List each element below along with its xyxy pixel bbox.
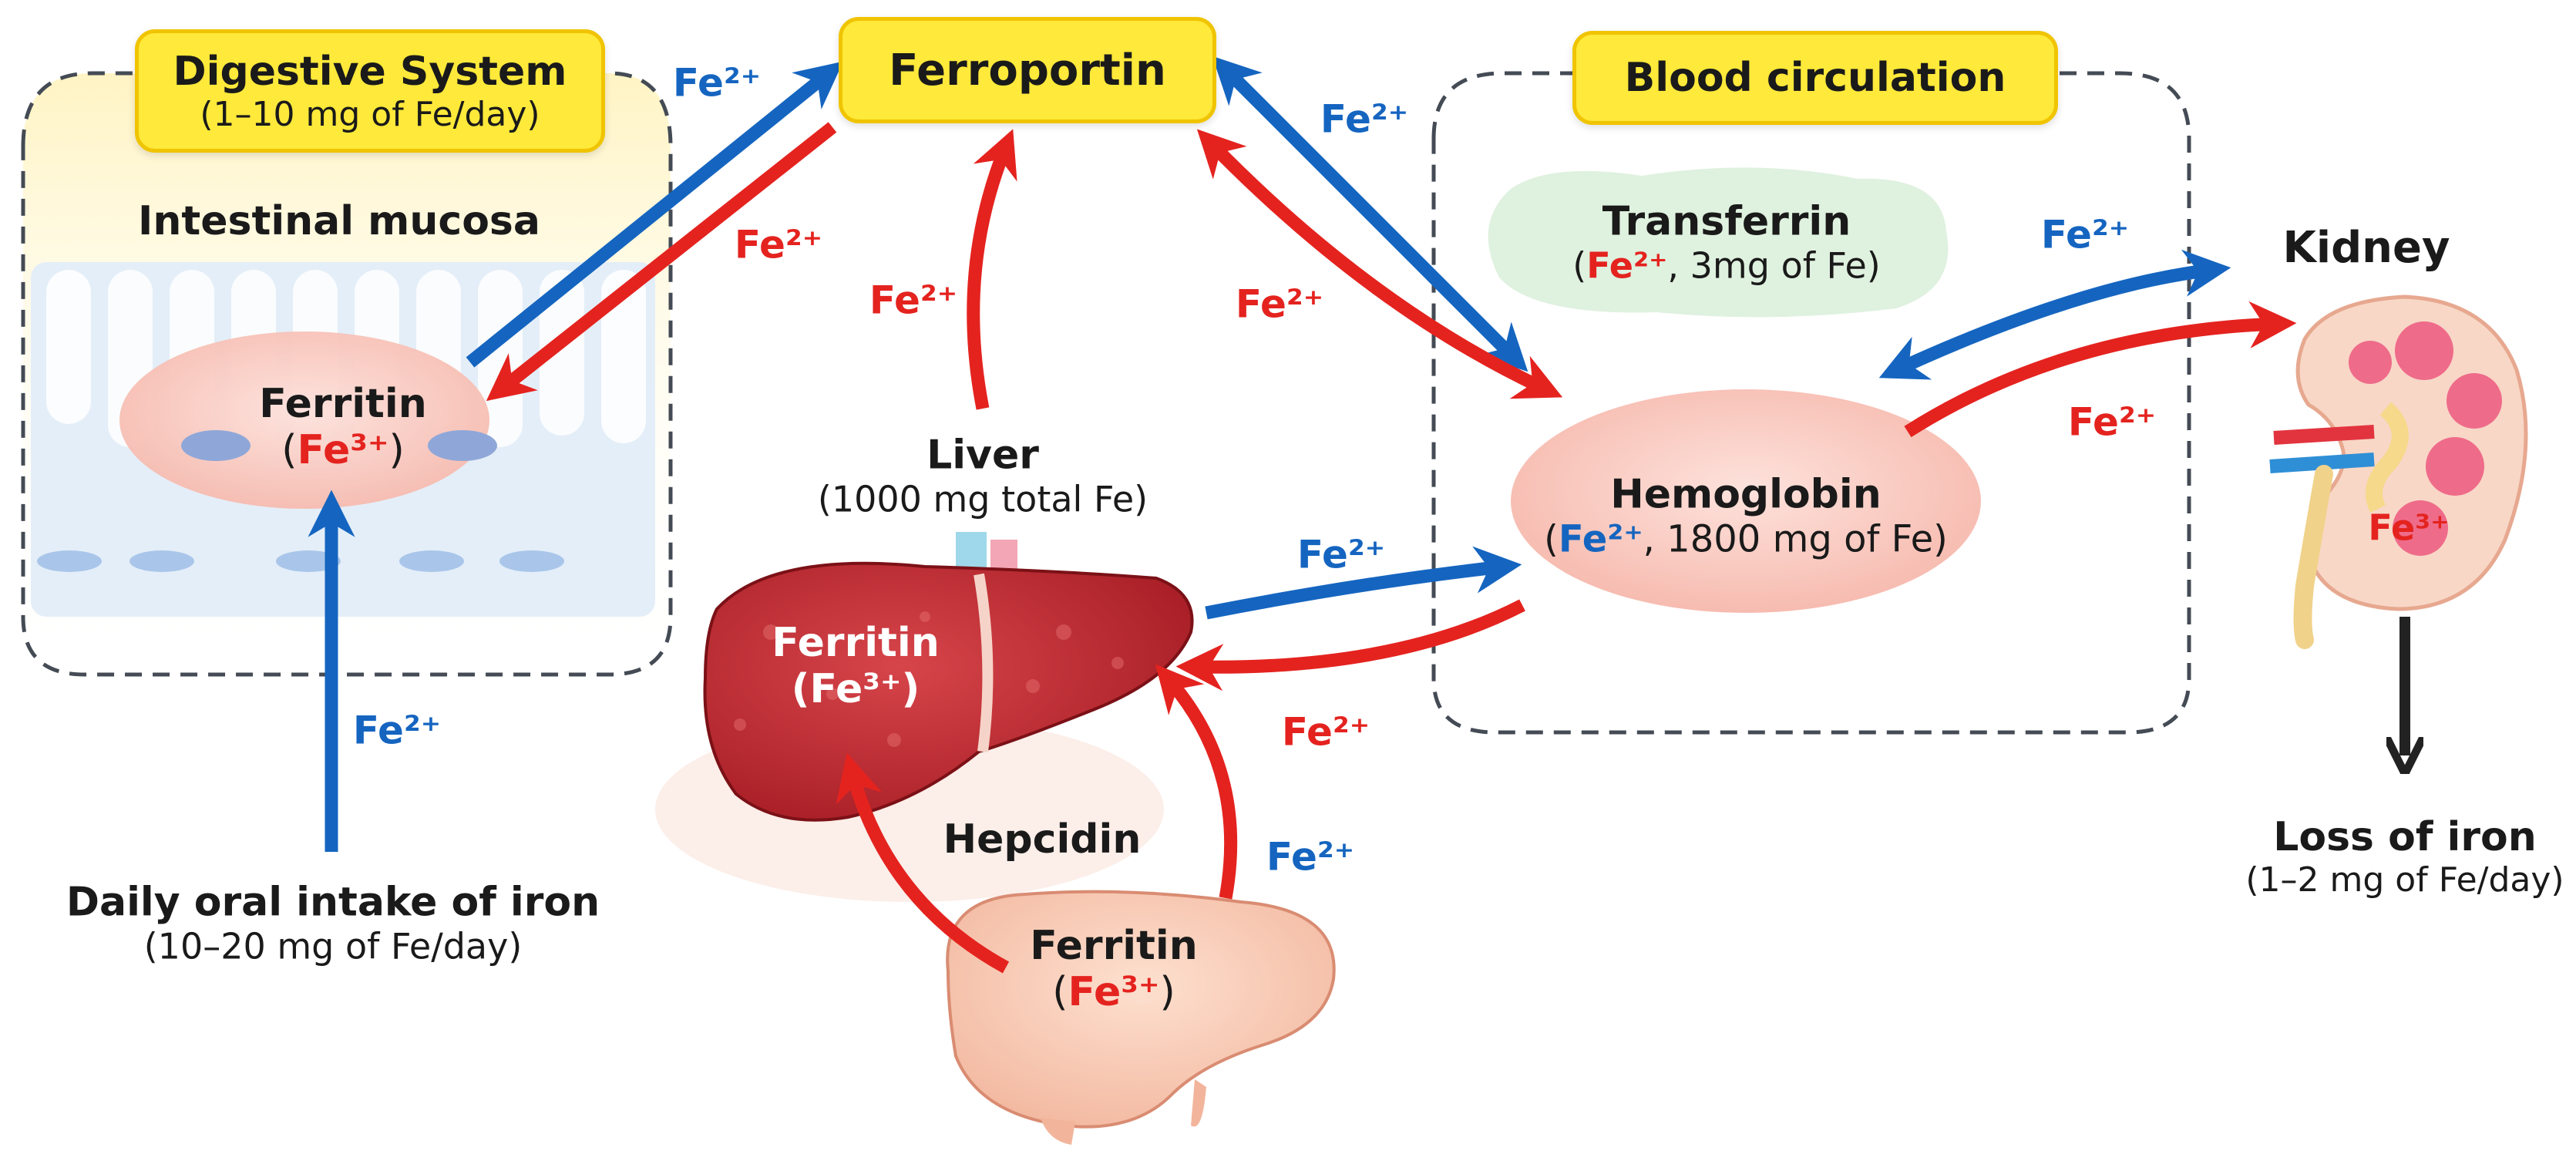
- intestine-illustration: [31, 262, 655, 617]
- transferrin-label: Transferrin: [1602, 198, 1851, 245]
- kidney-fe3-label: Fe³⁺: [2368, 506, 2450, 549]
- blood-circulation-box: [1431, 71, 2191, 735]
- hemoglobin-label: Hemoglobin: [1610, 471, 1882, 518]
- arrow-ferroportin-to-mucosa: [486, 122, 837, 402]
- fe2-label-kidney-blue: Fe²⁺: [2040, 212, 2130, 257]
- arrows: [308, 56, 2405, 974]
- fe2-label-liver-up: Fe²⁺: [869, 278, 958, 323]
- fe2-label-mucosa-out: Fe²⁺: [672, 60, 762, 106]
- daily-intake-group: Daily oral intake of iron (10–20 mg of F…: [66, 880, 600, 967]
- spleen-ferritin-group: Ferritin (Fe³⁺): [1030, 923, 1198, 1015]
- ferroportin-label: Ferroportin: [889, 45, 1166, 96]
- loss-rate-label: (1–2 mg of Fe/day): [2245, 860, 2564, 900]
- digestive-system-label: Digestive System: [173, 48, 567, 95]
- mucosa-ferritin-label: Ferritin: [259, 381, 427, 428]
- arrow-kidney-transferrin-blue: [1878, 249, 2231, 380]
- liver-ferritin-group: Ferritin (Fe³⁺): [772, 620, 940, 712]
- blood-circulation-tag: Blood circulation: [1572, 31, 2058, 125]
- liver-illustration: [655, 532, 1194, 902]
- daily-intake-label: Daily oral intake of iron: [66, 879, 600, 926]
- fe2-label-liver-to-hb: Fe²⁺: [1296, 532, 1386, 577]
- transferrin-amount-label: , 3mg of Fe): [1667, 244, 1881, 287]
- fe2-label-spleen: Fe²⁺: [1266, 834, 1355, 880]
- kidney-illustration: [2269, 294, 2528, 649]
- spleen-illustration: [946, 890, 1336, 1145]
- digestive-rate-label: (1–10 mg of Fe/day): [200, 94, 540, 134]
- liver-fe3-label: Fe³⁺: [809, 666, 902, 712]
- hepcidin-label: Hepcidin: [943, 816, 1142, 863]
- fe2-label-kidney-red: Fe²⁺: [2067, 399, 2157, 445]
- hemoglobin-fe-label: Fe²⁺: [1558, 517, 1643, 561]
- mucosa-fe3-label: Fe³⁺: [297, 427, 389, 473]
- transferrin-blob: [1488, 167, 1949, 318]
- mucosa-ferritin-group: Ferritin (Fe³⁺): [259, 381, 427, 473]
- arrow-hemoglobin-to-liver: [1175, 599, 1525, 691]
- hemoglobin-cell: [1511, 389, 1981, 613]
- kidney-label: Kidney: [2282, 222, 2450, 273]
- spleen-fe3-label: Fe³⁺: [1068, 969, 1160, 1015]
- arrow-spleen-ferritin-to-liver: [836, 752, 1010, 974]
- digestive-system-box: [21, 71, 673, 677]
- fe2-label-intake: Fe²⁺: [352, 708, 442, 753]
- arrow-spleen-to-liver: [1155, 664, 1238, 900]
- fe2-label-blood-blue: Fe²⁺: [1320, 96, 1409, 142]
- hemoglobin-amount-label: , 1800 mg of Fe): [1643, 517, 1948, 561]
- transferrin-fe-label: Fe²⁺: [1586, 244, 1668, 287]
- arrow-mucosa-to-ferroportin: [466, 61, 844, 368]
- loss-of-iron-label: Loss of iron: [2273, 813, 2537, 860]
- liver-total-label: (1000 mg total Fe): [817, 478, 1148, 520]
- fe2-label-ferroportin-in: Fe²⁺: [734, 222, 823, 268]
- intestinal-mucosa-label: Intestinal mucosa: [138, 198, 540, 245]
- transferrin-group: Transferrin (Fe²⁺, 3mg of Fe): [1572, 198, 1881, 287]
- arrow-hemoglobin-to-kidney: [1904, 301, 2297, 438]
- hemoglobin-group: Hemoglobin (Fe²⁺, 1800 mg of Fe): [1544, 471, 1948, 561]
- arrow-liver-to-hemoglobin: [1205, 546, 1522, 620]
- blood-circulation-label: Blood circulation: [1624, 55, 2006, 101]
- fe2-label-hb-to-liver: Fe²⁺: [1281, 709, 1370, 755]
- daily-intake-rate-label: (10–20 mg of Fe/day): [143, 925, 523, 967]
- liver-ferritin-label: Ferritin: [772, 620, 940, 667]
- spleen-ferritin-label: Ferritin: [1030, 923, 1198, 970]
- liver-label: Liver: [926, 432, 1039, 479]
- liver-group: Liver (1000 mg total Fe): [817, 432, 1148, 520]
- fe2-label-blood-red: Fe²⁺: [1235, 281, 1324, 327]
- ferroportin-tag: Ferroportin: [839, 17, 1216, 123]
- loss-of-iron-group: Loss of iron (1–2 mg of Fe/day): [2245, 813, 2564, 900]
- digestive-system-tag: Digestive System (1–10 mg of Fe/day): [135, 29, 605, 153]
- arrow-liver-to-ferroportin: [967, 129, 1017, 410]
- arrow-ferroportin-blood-red: [1196, 129, 1563, 399]
